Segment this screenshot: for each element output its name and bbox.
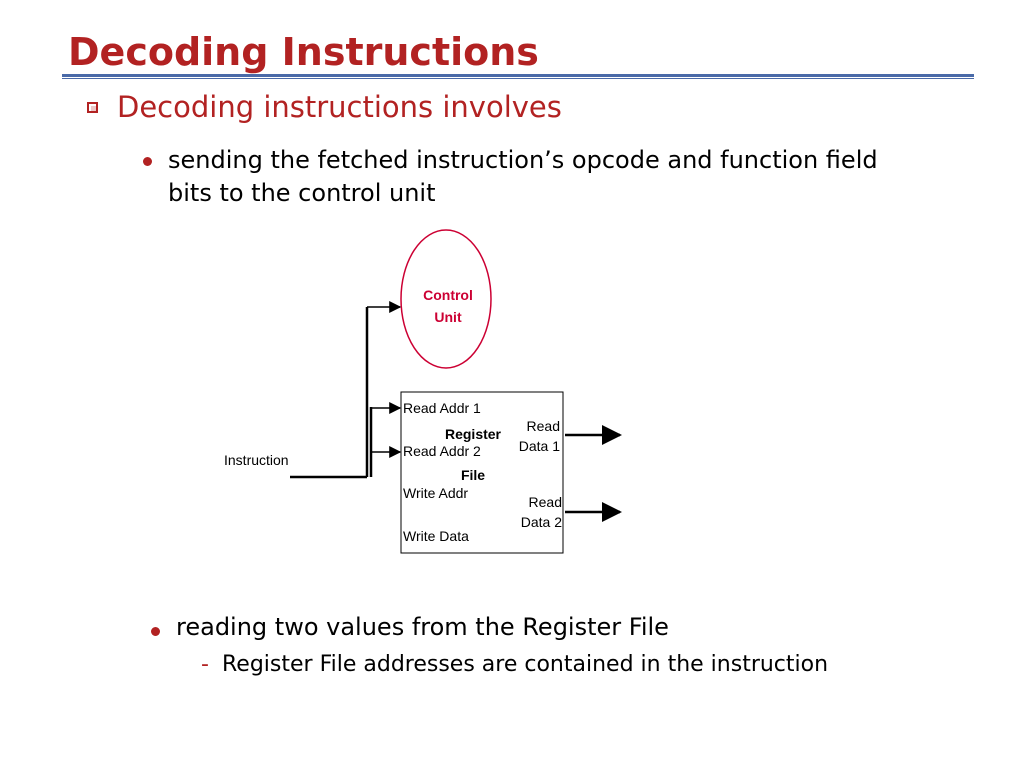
write-data-label: Write Data [403,528,469,544]
read-data-2-label-line1: Read [529,494,562,510]
title-underline-thin [62,78,974,79]
bullet-register-addresses: Register File addresses are contained in… [222,652,829,677]
bullet-reading-values: reading two values from the Register Fil… [176,613,669,641]
register-file-label-line2: File [461,467,485,483]
read-addr-1-label: Read Addr 1 [403,400,481,416]
control-unit-label-line2: Unit [434,309,462,325]
read-data-1-label-line1: Read [527,418,560,434]
write-addr-label: Write Addr [403,485,468,501]
read-data-2-label-line2: Data 2 [521,514,562,530]
dot-bullet-icon [151,627,160,636]
read-addr-2-label: Read Addr 2 [403,443,481,459]
square-bullet-icon [87,102,98,113]
bullet-decoding-involves: Decoding instructions involves [117,90,562,124]
control-unit-label-line1: Control [423,287,473,303]
instruction-label: Instruction [224,452,289,468]
control-unit-ellipse [400,229,492,369]
dash-bullet-icon: - [201,652,209,677]
bullet-sending-opcode: sending the fetched instruction’s opcode… [168,146,878,207]
dot-bullet-icon [143,157,152,166]
register-file-label-line1: Register [445,426,502,442]
title-underline [62,74,974,77]
register-file-box [400,391,564,554]
read-data-1-label-line2: Data 1 [519,438,560,454]
instruction-wires [290,307,373,479]
page-title: Decoding Instructions [68,30,539,74]
